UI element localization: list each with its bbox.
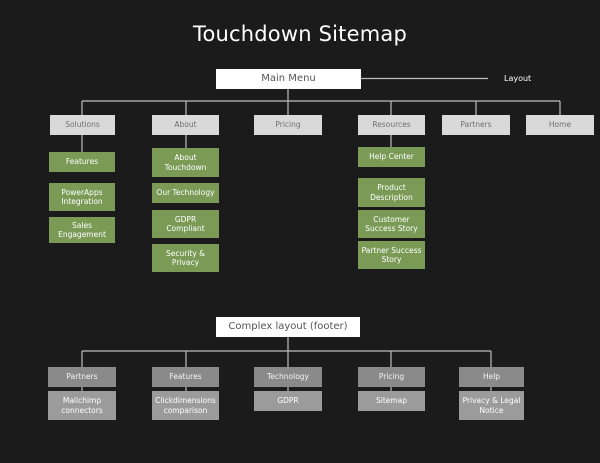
category-resources: Resources [358, 115, 425, 135]
node-features: Features [49, 152, 115, 172]
node-powerapps-integration: PowerApps Integration [49, 183, 115, 211]
footer-category-partners: Partners [48, 367, 116, 387]
node-about-touchdown: About Touchdown [152, 148, 219, 177]
node-gdpr: GDPR [254, 391, 322, 411]
node-mailchimp-connectors: Mailchimp connectors [48, 391, 116, 420]
node-sitemap: Sitemap [358, 391, 425, 411]
node-customer-success-story: Customer Success Story [358, 210, 425, 238]
category-partners: Partners [442, 115, 510, 135]
node-clickdimensions-comparison: Clickdimensions comparison [152, 391, 219, 420]
footer-category-pricing: Pricing [358, 367, 425, 387]
category-about: About [152, 115, 219, 135]
footer-node: Complex layout (footer) [216, 317, 360, 337]
category-solutions: Solutions [50, 115, 115, 135]
diagram-title: Touchdown Sitemap [193, 22, 407, 46]
category-home: Home [526, 115, 594, 135]
node-sales-engagement: Sales Engagement [49, 217, 115, 243]
node-partner-success-story: Partner Success Story [358, 241, 425, 269]
category-pricing: Pricing [254, 115, 322, 135]
node-security-privacy: Security & Privacy [152, 244, 219, 272]
node-our-technology: Our Technology [152, 183, 219, 203]
footer-category-features: Features [152, 367, 219, 387]
node-product-description: Product Description [358, 178, 425, 207]
footer-category-technology: Technology [254, 367, 322, 387]
node-help-center: Help Center [358, 147, 425, 167]
main-menu-node: Main Menu [216, 69, 361, 89]
footer-category-help: Help [459, 367, 524, 387]
node-privacy-legal-notice: Privacy & Legal Notice [459, 391, 524, 420]
layout-note: Layout [504, 74, 532, 83]
node-gdpr-compliant: GDPR Compliant [152, 210, 219, 238]
